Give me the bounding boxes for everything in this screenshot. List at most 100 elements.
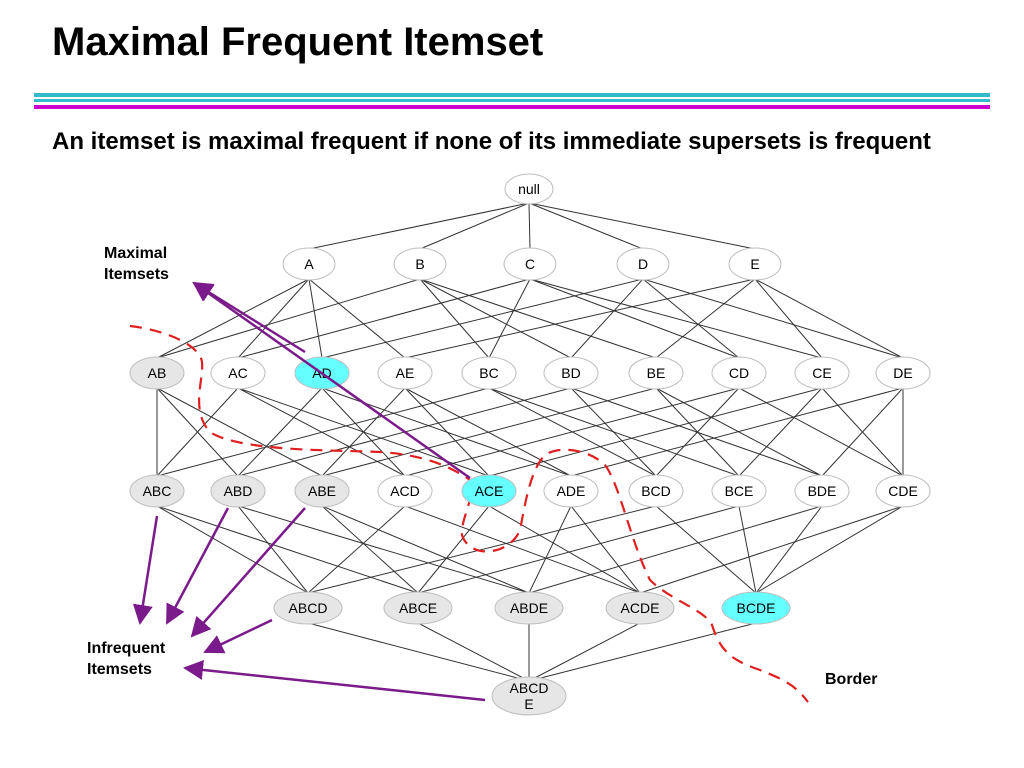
edge-b-be: [419, 278, 657, 359]
edge-bd-bcd: [570, 387, 657, 477]
node-de: DE: [875, 356, 931, 390]
node-b: B: [393, 247, 447, 281]
edge-bce-abce: [417, 505, 740, 594]
edge-b-bc: [419, 278, 490, 359]
arrow-maximal-from-ace: [192, 281, 471, 480]
node-label: AB: [148, 365, 167, 381]
edge-bc-abc: [156, 387, 490, 477]
edge-abe-abce: [321, 505, 419, 594]
node-ellipse: [543, 474, 599, 508]
edge-d-ad: [321, 278, 644, 359]
edge-acde-abcde: [528, 622, 641, 682]
node-ellipse: [461, 474, 517, 508]
arrow-infrequent-from-abcd: [203, 618, 273, 654]
node-ellipse: [377, 474, 433, 508]
node-ab: AB: [129, 356, 185, 390]
edge-abc-abcd: [156, 505, 309, 594]
node-label: ABDE: [510, 600, 548, 616]
node-label: DE: [893, 365, 912, 381]
node-ellipse: [129, 356, 185, 390]
node-ellipse: [721, 591, 791, 625]
node-ellipse: [210, 474, 266, 508]
node-label: BCD: [641, 483, 671, 499]
node-label: CDE: [888, 483, 918, 499]
node-label: E: [750, 256, 759, 272]
node-bde: BDE: [794, 474, 850, 508]
node-label: ABE: [308, 483, 336, 499]
maximal-label-line-2: Itemsets: [104, 266, 169, 283]
node-label: BD: [561, 365, 580, 381]
edge-bd-bde: [570, 387, 823, 477]
node-ellipse: [282, 247, 336, 281]
node-ace: ACE: [461, 474, 517, 508]
node-c: C: [503, 247, 557, 281]
node-label: ADE: [557, 483, 586, 499]
node-abd: ABD: [210, 474, 266, 508]
node-ellipse: [794, 356, 850, 390]
node-ellipse: [210, 356, 266, 390]
subtitle: An itemset is maximal frequent if none o…: [52, 128, 931, 155]
node-abc: ABC: [129, 474, 185, 508]
node-ellipse: [616, 247, 670, 281]
edge-e-be: [655, 278, 756, 359]
node-abde: ABDE: [494, 591, 564, 625]
node-bd: BD: [543, 356, 599, 390]
edge-be-bde: [655, 387, 823, 477]
node-label: BCE: [725, 483, 754, 499]
node-ellipse: [628, 474, 684, 508]
node-label: ABC: [143, 483, 172, 499]
node-be: BE: [628, 356, 684, 390]
edge-ce-bce: [738, 387, 823, 477]
edge-ace-abce: [417, 505, 490, 594]
edge-de-ade: [570, 387, 904, 477]
edge-ae-ace: [404, 387, 490, 477]
node-label: ACD: [390, 483, 420, 499]
node-label: null: [518, 181, 540, 197]
annotation-arrows: [132, 281, 486, 702]
edge-abd-abcd: [237, 505, 309, 594]
node-label: ABCD: [510, 680, 549, 696]
node-null: null: [504, 173, 554, 205]
node-ce: CE: [794, 356, 850, 390]
title-rule-teal-top: [34, 93, 990, 97]
edge-abe-abde: [321, 505, 530, 594]
infrequent-label-line-2: Itemsets: [87, 661, 152, 678]
node-label: BC: [479, 365, 498, 381]
arrow-infrequent-from-abc: [132, 515, 159, 625]
edge-abc-abce: [156, 505, 419, 594]
node-label: BCDE: [737, 600, 776, 616]
node-ellipse: [605, 591, 675, 625]
edge-cd-cde: [738, 387, 904, 477]
arrow-infrequent-from-abd: [165, 507, 230, 625]
edge-abd-abde: [237, 505, 530, 594]
maximal-itemsets-label: Maximal Itemsets: [104, 243, 169, 285]
edge-null-d: [528, 202, 644, 250]
edge-cd-bcd: [655, 387, 740, 477]
edge-cde-acde: [639, 505, 904, 594]
node-label: BDE: [808, 483, 837, 499]
infrequent-itemsets-label: Infrequent Itemsets: [87, 638, 165, 680]
arrow-infrequent-from-abcde: [183, 659, 486, 702]
edge-a-ae: [308, 278, 406, 359]
edge-bde-bcde: [755, 505, 823, 594]
border-line: [129, 324, 809, 703]
edge-a-ad: [308, 278, 323, 359]
node-bce: BCE: [711, 474, 767, 508]
node-ellipse: [543, 356, 599, 390]
node-label: ABCE: [399, 600, 437, 616]
edge-ab-abe: [156, 387, 323, 477]
slide-title: Maximal Frequent Itemset: [52, 20, 544, 64]
node-label: ABD: [224, 483, 253, 499]
edge-d-de: [642, 278, 904, 359]
node-abcd: ABCD: [273, 591, 343, 625]
node-ade: ADE: [543, 474, 599, 508]
edge-c-ce: [529, 278, 823, 359]
edge-null-b: [419, 202, 530, 250]
node-ellipse: [129, 474, 185, 508]
title-rule-magenta: [34, 105, 990, 109]
node-ellipse: [711, 474, 767, 508]
edge-cde-bcde: [755, 505, 904, 594]
edge-de-bde: [821, 387, 904, 477]
node-ellipse: [377, 356, 433, 390]
